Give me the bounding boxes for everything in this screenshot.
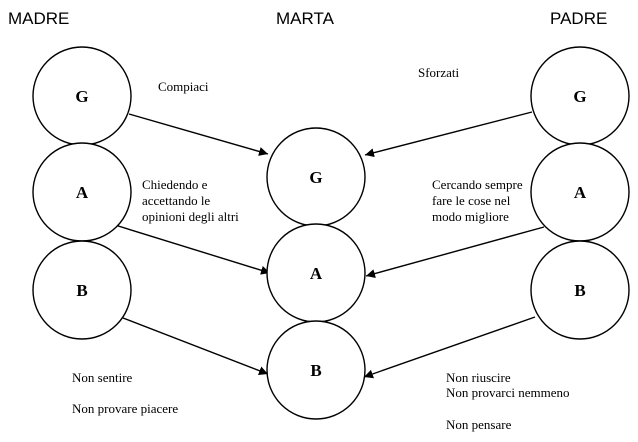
madre-a-message: Chiedendo e accettando le opinioni degli… bbox=[142, 177, 239, 224]
madre-b-message: Non sentire Non provare piacere bbox=[72, 370, 178, 416]
padre-adult-state: A bbox=[530, 142, 630, 242]
madre-g-label: G bbox=[75, 87, 88, 106]
madre-b-label: B bbox=[76, 281, 87, 300]
arrow-padre-g-to-marta-g bbox=[364, 111, 533, 158]
header-madre: MADRE bbox=[8, 9, 69, 28]
marta-a-label: A bbox=[310, 264, 323, 283]
madre-parent-state: G bbox=[32, 46, 132, 146]
padre-parent-state: G bbox=[530, 46, 630, 146]
marta-child-state: B bbox=[266, 320, 366, 420]
madre-child-state: B bbox=[32, 240, 132, 340]
header-padre: PADRE bbox=[550, 9, 607, 28]
padre-b-message: Non riuscire Non provarci nemmeno Non pe… bbox=[446, 370, 573, 432]
arrow-madre-g-to-marta-g bbox=[128, 113, 269, 156]
padre-b-label: B bbox=[574, 281, 585, 300]
header-marta: MARTA bbox=[276, 9, 335, 28]
padre-a-message: Cercando sempre fare le cose nel modo mi… bbox=[432, 177, 526, 224]
arrow-madre-b-to-marta-b bbox=[122, 317, 269, 375]
marta-b-label: B bbox=[310, 361, 321, 380]
madre-g-message: Compiaci bbox=[158, 79, 209, 94]
padre-g-label: G bbox=[573, 87, 586, 106]
arrow-padre-a-to-marta-a bbox=[365, 226, 545, 278]
padre-g-message: Sforzati bbox=[418, 65, 460, 80]
madre-a-label: A bbox=[76, 183, 89, 202]
padre-child-state: B bbox=[530, 240, 630, 340]
arrow-madre-a-to-marta-a bbox=[114, 224, 271, 275]
padre-a-label: A bbox=[574, 183, 587, 202]
arrow-padre-b-to-marta-b bbox=[363, 316, 536, 379]
marta-g-label: G bbox=[309, 168, 322, 187]
marta-adult-state: A bbox=[266, 223, 366, 323]
marta-parent-state: G bbox=[266, 127, 366, 227]
madre-adult-state: A bbox=[32, 142, 132, 242]
